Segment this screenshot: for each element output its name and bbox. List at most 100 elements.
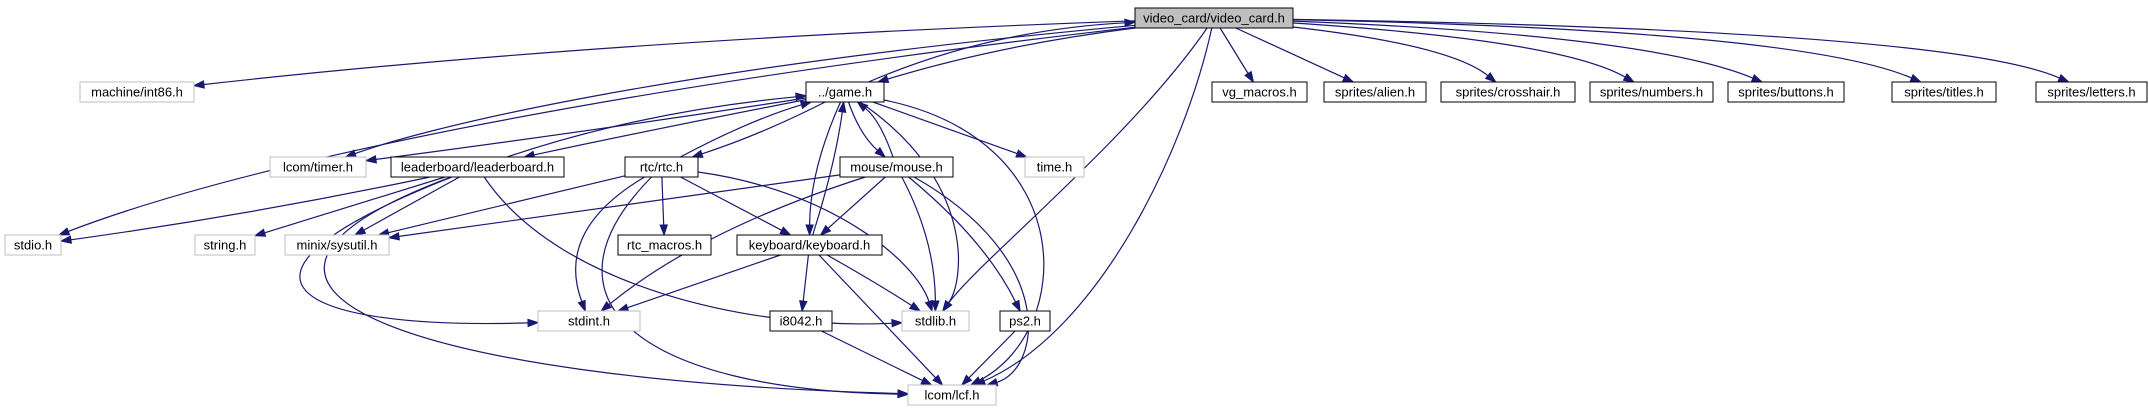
edge-arrowhead xyxy=(1341,73,1355,83)
node-leaderboard[interactable]: leaderboard/leaderboard.h xyxy=(390,156,565,178)
edge-arrowhead xyxy=(819,224,832,236)
edge-line xyxy=(608,176,866,306)
node-label: stdlib.h xyxy=(915,314,956,329)
node-box[interactable] xyxy=(537,310,641,332)
node-game[interactable]: ../game.h xyxy=(805,81,885,103)
node-rtc_macros[interactable]: rtc_macros.h xyxy=(617,234,712,256)
node-ps2[interactable]: ps2.h xyxy=(999,310,1051,332)
node-lcf[interactable]: lcom/lcf.h xyxy=(907,384,997,406)
node-box[interactable] xyxy=(1891,81,1997,103)
node-label: video_card/video_card.h xyxy=(1143,11,1285,26)
edge-arrowhead xyxy=(795,92,808,102)
edge-video_card-to-titles xyxy=(1292,19,1923,83)
edge-leaderboard-to-string xyxy=(253,176,446,237)
edge-arrowhead xyxy=(616,303,630,312)
node-rtc[interactable]: rtc/rtc.h xyxy=(624,156,699,178)
node-box[interactable] xyxy=(1589,81,1714,103)
node-int86[interactable]: machine/int86.h xyxy=(79,81,195,103)
node-box[interactable] xyxy=(769,310,833,332)
node-box[interactable] xyxy=(1134,7,1294,29)
node-stdio[interactable]: stdio.h xyxy=(4,234,62,256)
node-label: sprites/numbers.h xyxy=(1600,85,1703,100)
edge-arrowhead xyxy=(387,232,400,241)
node-box[interactable] xyxy=(907,384,997,406)
node-box[interactable] xyxy=(839,156,954,178)
node-box[interactable] xyxy=(390,156,565,178)
edge-video_card-to-timer xyxy=(344,24,1136,158)
edge-line xyxy=(388,175,626,234)
node-stdint[interactable]: stdint.h xyxy=(537,310,641,332)
edge-arrowhead xyxy=(659,224,668,237)
node-alien[interactable]: sprites/alien.h xyxy=(1323,81,1427,103)
node-crosshair[interactable]: sprites/crosshair.h xyxy=(1440,81,1576,103)
edge-line xyxy=(264,176,446,234)
edge-line xyxy=(883,99,1045,381)
edge-mouse-to-stdint xyxy=(600,176,866,312)
edge-video_card-to-int86 xyxy=(192,20,1136,89)
edge-arrowhead xyxy=(57,227,71,236)
node-box[interactable] xyxy=(617,234,712,256)
node-string[interactable]: string.h xyxy=(194,234,256,256)
node-label: stdint.h xyxy=(568,314,610,329)
edge-rtc-to-sysutil xyxy=(377,175,626,237)
edge-arrowhead xyxy=(779,226,792,236)
node-box[interactable] xyxy=(805,81,885,103)
node-sysutil[interactable]: minix/sysutil.h xyxy=(284,234,390,256)
node-letters[interactable]: sprites/letters.h xyxy=(2035,81,2148,103)
edge-line xyxy=(968,330,1016,379)
edge-line xyxy=(533,99,807,156)
edge-arrowhead xyxy=(799,300,808,313)
node-mouse[interactable]: mouse/mouse.h xyxy=(839,156,954,178)
node-label: ../game.h xyxy=(818,85,872,100)
edge-video_card-to-alien xyxy=(1235,27,1355,83)
edge-line xyxy=(1292,18,2060,79)
edge-line xyxy=(697,171,930,302)
node-vg_macros[interactable]: vg_macros.h xyxy=(1211,81,1308,103)
node-box[interactable] xyxy=(1727,81,1845,103)
edge-arrowhead xyxy=(364,155,377,164)
node-buttons[interactable]: sprites/buttons.h xyxy=(1727,81,1845,103)
node-titles[interactable]: sprites/titles.h xyxy=(1891,81,1997,103)
node-box[interactable] xyxy=(2035,81,2148,103)
node-label: vg_macros.h xyxy=(1222,85,1296,100)
node-box[interactable] xyxy=(1211,81,1308,103)
edge-i8042-to-lcf xyxy=(821,330,933,386)
node-label: lcom/timer.h xyxy=(283,160,353,175)
edge-line xyxy=(375,97,807,160)
edge-arrowhead xyxy=(960,374,973,387)
edge-arrowhead xyxy=(1750,73,1764,83)
node-box[interactable] xyxy=(1323,81,1427,103)
node-timer[interactable]: lcom/timer.h xyxy=(269,156,367,178)
node-box[interactable] xyxy=(999,310,1051,332)
edge-line xyxy=(812,111,843,236)
node-stdlib[interactable]: stdlib.h xyxy=(901,310,970,332)
edge-arrowhead xyxy=(192,80,205,89)
node-box[interactable] xyxy=(4,234,62,256)
edge-mouse-to-ps2 xyxy=(908,176,1021,313)
node-box[interactable] xyxy=(736,234,883,256)
node-box[interactable] xyxy=(194,234,256,256)
node-numbers[interactable]: sprites/numbers.h xyxy=(1589,81,1714,103)
node-box[interactable] xyxy=(269,156,367,178)
edge-video_card-to-stdio xyxy=(57,26,1136,236)
edge-rtc-to-lcf xyxy=(601,176,910,399)
node-box[interactable] xyxy=(624,156,699,178)
edge-game-to-time xyxy=(872,101,1028,158)
node-box[interactable] xyxy=(1440,81,1576,103)
edge-mouse-to-game xyxy=(856,101,894,158)
node-label: minix/sysutil.h xyxy=(297,238,378,253)
edge-line xyxy=(203,20,1136,86)
edge-line xyxy=(847,101,878,151)
node-box[interactable] xyxy=(1024,156,1085,178)
node-label: sprites/alien.h xyxy=(1335,85,1415,100)
node-box[interactable] xyxy=(284,234,390,256)
node-box[interactable] xyxy=(79,81,195,103)
edge-line xyxy=(913,176,1029,383)
node-keyboard[interactable]: keyboard/keyboard.h xyxy=(736,234,883,256)
node-box[interactable] xyxy=(901,310,970,332)
edge-keyboard-to-i8042 xyxy=(799,254,809,313)
node-time[interactable]: time.h xyxy=(1024,156,1085,178)
node-video_card[interactable]: video_card/video_card.h xyxy=(1134,7,1294,29)
node-i8042[interactable]: i8042.h xyxy=(769,310,833,332)
